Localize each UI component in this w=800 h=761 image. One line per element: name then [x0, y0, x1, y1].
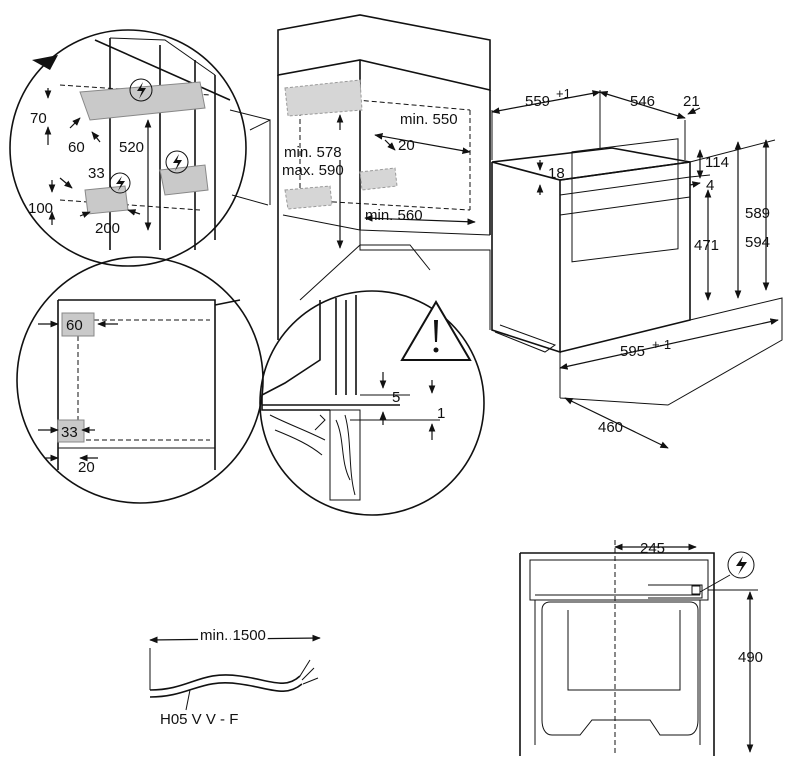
dim-20-cabinet: 20 — [398, 137, 415, 154]
cabinet-drawing: min. 578 max. 590 min. 550 20 min. 560 — [277, 14, 491, 340]
dim-594: 594 — [745, 234, 770, 251]
dim-min-550: min. 550 — [400, 111, 458, 128]
dim-18: 18 — [548, 165, 565, 182]
dim-546: 546 — [630, 93, 655, 110]
dim-min-560: min. 560 — [365, 207, 423, 224]
dim-5: 5 — [392, 389, 400, 406]
dim-min-578: min. 578 — [284, 144, 342, 161]
power-cable: min. 1500 H05 V V - F — [149, 624, 321, 728]
top-left-detail: 70 60 520 33 100 200 — [9, 29, 247, 267]
dim-520: 520 — [119, 139, 144, 156]
dim-max-590: max. 590 — [282, 162, 344, 179]
warning-triangle-icon — [400, 300, 472, 361]
lightning-circle-icon — [129, 78, 153, 102]
dim-595: 595 — [620, 343, 645, 360]
gap-60-box — [61, 312, 95, 337]
dim-559: 559 — [525, 93, 550, 110]
dim-471: 471 — [694, 237, 719, 254]
oven-3d: 559 +1 546 21 18 114 4 471 589 594 595 +… — [491, 86, 783, 449]
dim-60-top: 60 — [68, 139, 85, 156]
dim-460: 460 — [598, 419, 623, 436]
dim-33-detail: 33 — [61, 424, 78, 441]
dim-min-1500: min. 1500 — [200, 627, 266, 644]
dim-60-detail: 60 — [66, 317, 83, 334]
side-detail: 60 33 20 — [16, 256, 264, 504]
dim-595-tolerance: +-1 — [652, 337, 671, 352]
dim-559-tolerance: +1 — [556, 86, 571, 101]
dim-100: 100 — [28, 200, 53, 217]
dim-1: 1 — [437, 405, 445, 422]
dim-200: 200 — [95, 220, 120, 237]
dim-33-top: 33 — [88, 165, 105, 182]
dim-114: 114 — [705, 154, 729, 171]
lightning-circle-icon — [165, 150, 189, 174]
dim-490: 490 — [738, 649, 763, 666]
cable-type-label: H05 V V - F — [160, 711, 238, 728]
dim-20-detail: 20 — [78, 459, 95, 476]
oven-back-view: 245 490 — [519, 540, 763, 756]
dim-4: 4 — [706, 177, 714, 194]
dim-245: 245 — [640, 540, 665, 557]
corner-marker-icon — [32, 55, 58, 70]
lightning-circle-icon — [109, 172, 131, 194]
dim-70: 70 — [30, 110, 47, 127]
mounting-zoom: 5 1 — [259, 290, 485, 516]
lightning-circle-icon — [727, 551, 755, 579]
dim-21: 21 — [683, 93, 700, 110]
